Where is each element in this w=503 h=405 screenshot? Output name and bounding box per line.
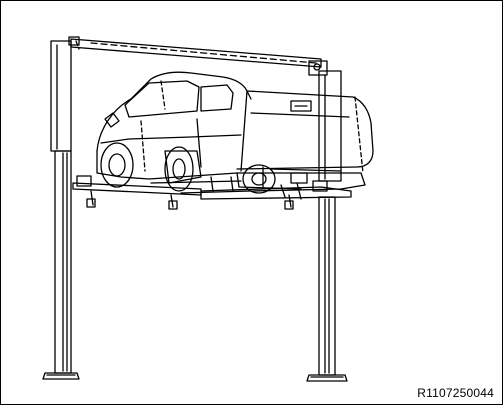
left-lift-post xyxy=(42,40,80,380)
truck-wheels xyxy=(100,142,276,194)
lift-overhead-beam xyxy=(68,36,328,76)
lift-arms xyxy=(72,175,352,210)
figure-reference-code: R1107250044 xyxy=(417,386,494,400)
undercarriage xyxy=(150,172,308,200)
right-lift-post xyxy=(306,70,348,382)
pickup-truck xyxy=(96,71,374,194)
